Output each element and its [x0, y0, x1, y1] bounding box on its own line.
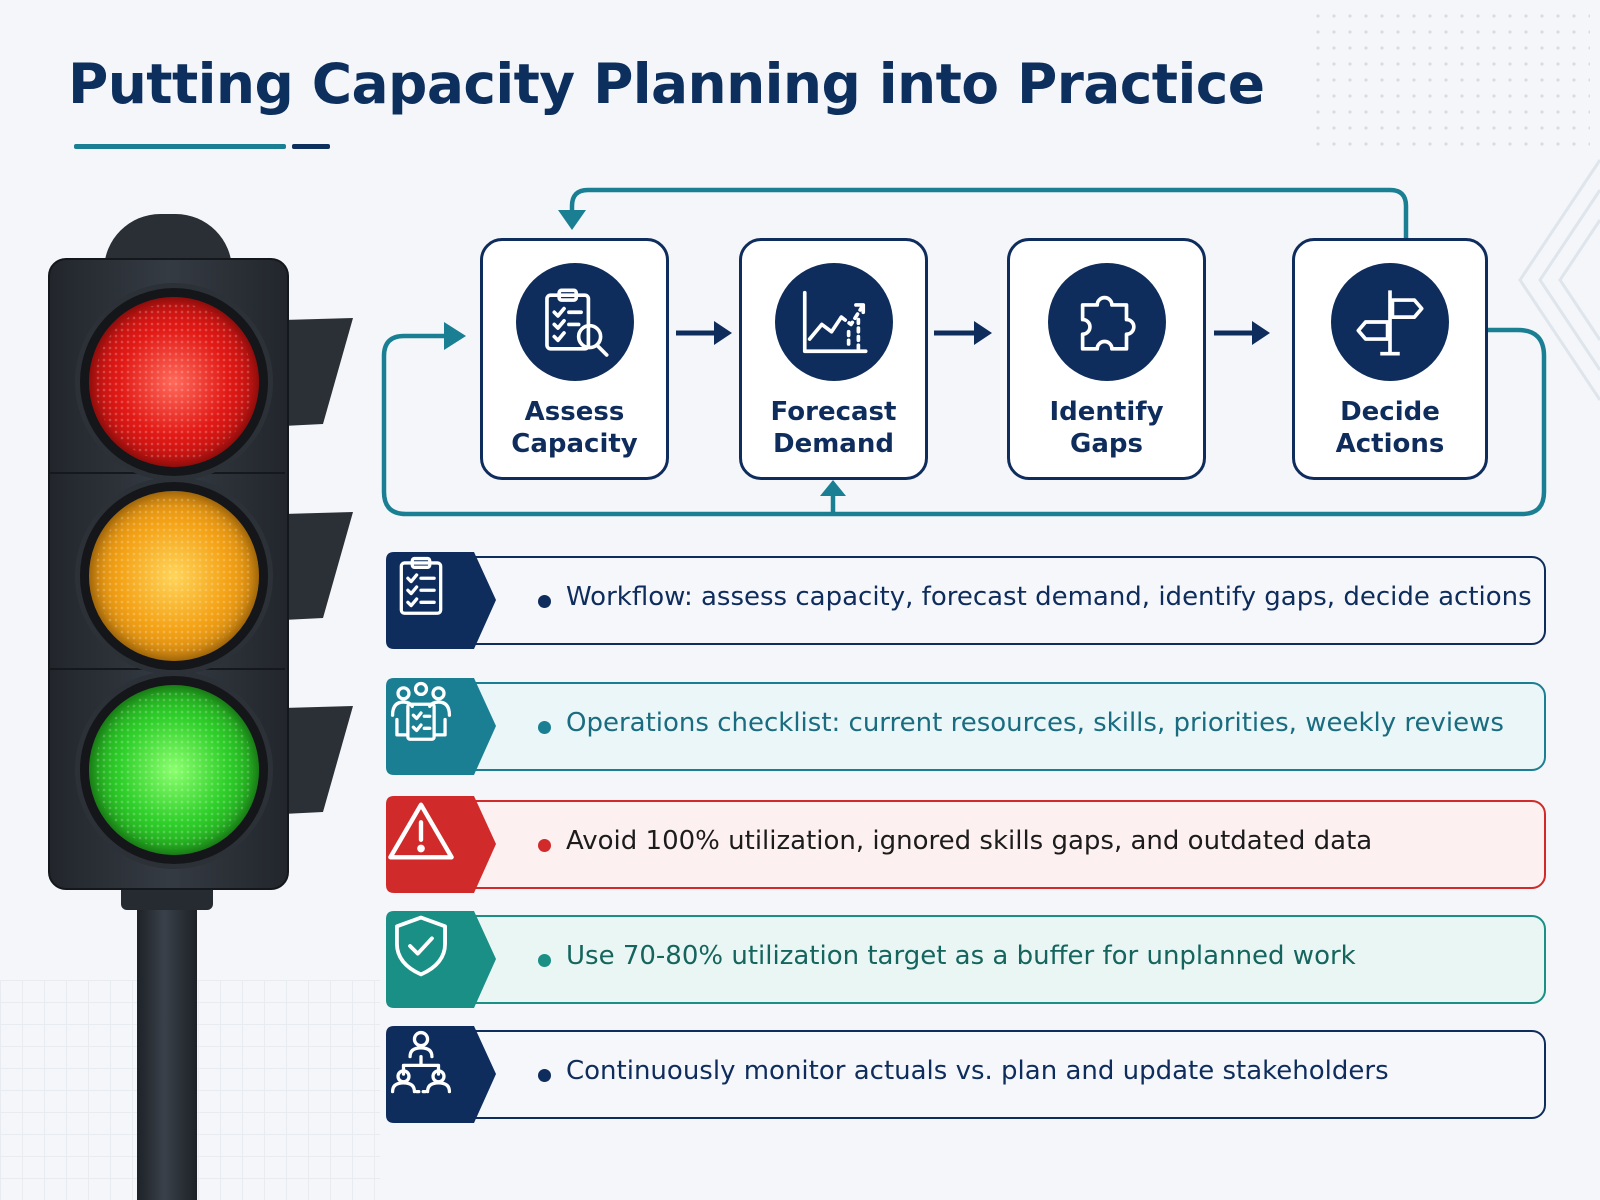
bullet-dot	[538, 839, 551, 852]
step-label: Identify Gaps	[1049, 397, 1164, 459]
banner-body	[446, 682, 1546, 771]
banner-tab	[386, 1026, 496, 1123]
banner-tab	[386, 911, 496, 1008]
banner-text: Use 70-80% utilization target as a buffe…	[566, 941, 1356, 971]
title-underline	[74, 144, 286, 149]
loop-left-arrowhead	[444, 322, 466, 350]
bullet-dot	[538, 954, 551, 967]
red-lamp	[80, 288, 268, 476]
traffic-light-visor	[283, 706, 353, 814]
step-label: Assess Capacity	[511, 397, 638, 459]
banner-text: Workflow: assess capacity, forecast dema…	[566, 582, 1532, 612]
banner-tab	[386, 796, 496, 893]
team-checklist-icon	[390, 681, 452, 741]
step-label: Forecast Demand	[770, 397, 897, 459]
page-title: Putting Capacity Planning into Practice	[68, 52, 1265, 116]
green-lamp	[80, 676, 268, 864]
loop-top-line	[569, 187, 1409, 238]
banner-body	[446, 556, 1546, 645]
step-identify-gaps: Identify Gaps	[1007, 238, 1206, 480]
step-decide-actions: Decide Actions	[1292, 238, 1488, 480]
bullet-dot	[538, 1069, 551, 1082]
checklist-icon	[399, 556, 443, 615]
stakeholders-icon	[390, 1030, 452, 1094]
traffic-light-visor	[283, 512, 353, 620]
step-forecast-demand: Forecast Demand	[739, 238, 928, 480]
trend-chart-icon	[774, 263, 893, 381]
bullet-dot	[538, 721, 551, 734]
warning-icon	[388, 802, 454, 860]
banner-tab	[386, 678, 496, 775]
decorative-chevron-lines	[1518, 159, 1600, 401]
traffic-light-visor	[283, 318, 353, 426]
banner-text: Operations checklist: current resources,…	[566, 708, 1504, 738]
step-assess-capacity: Assess Capacity	[480, 238, 669, 480]
shield-check-icon	[395, 915, 447, 977]
signpost-icon	[1331, 263, 1449, 381]
banner-text: Avoid 100% utilization, ignored skills g…	[566, 826, 1373, 856]
banner-workflow: Workflow: assess capacity, forecast dema…	[386, 552, 1546, 649]
banner-operations-checklist: Operations checklist: current resources,…	[386, 678, 1546, 775]
step-arrowhead	[974, 321, 992, 345]
banner-body	[446, 1030, 1546, 1119]
banner-tab	[386, 552, 496, 649]
step-label: Decide Actions	[1335, 397, 1445, 459]
clipboard-magnifier-icon	[515, 263, 634, 381]
banner-avoid: Avoid 100% utilization, ignored skills g…	[386, 796, 1546, 893]
bullet-dot	[538, 595, 551, 608]
traffic-light-pole	[137, 880, 197, 1200]
puzzle-piece-icon	[1047, 263, 1166, 381]
banner-utilization-target: Use 70-80% utilization target as a buffe…	[386, 911, 1546, 1008]
amber-lamp	[80, 482, 268, 670]
banner-monitor: Continuously monitor actuals vs. plan an…	[386, 1026, 1546, 1123]
loop-bottom-line	[381, 327, 1547, 517]
loop-up-arrowhead	[820, 480, 846, 496]
step-arrowhead	[714, 321, 732, 345]
loop-top-arrowhead	[558, 210, 586, 230]
decorative-dot-grid	[1310, 8, 1590, 158]
step-arrowhead	[1252, 321, 1270, 345]
banner-body	[446, 915, 1546, 1004]
banner-body	[446, 800, 1546, 889]
banner-text: Continuously monitor actuals vs. plan an…	[566, 1056, 1389, 1086]
title-underline-accent	[292, 144, 330, 149]
